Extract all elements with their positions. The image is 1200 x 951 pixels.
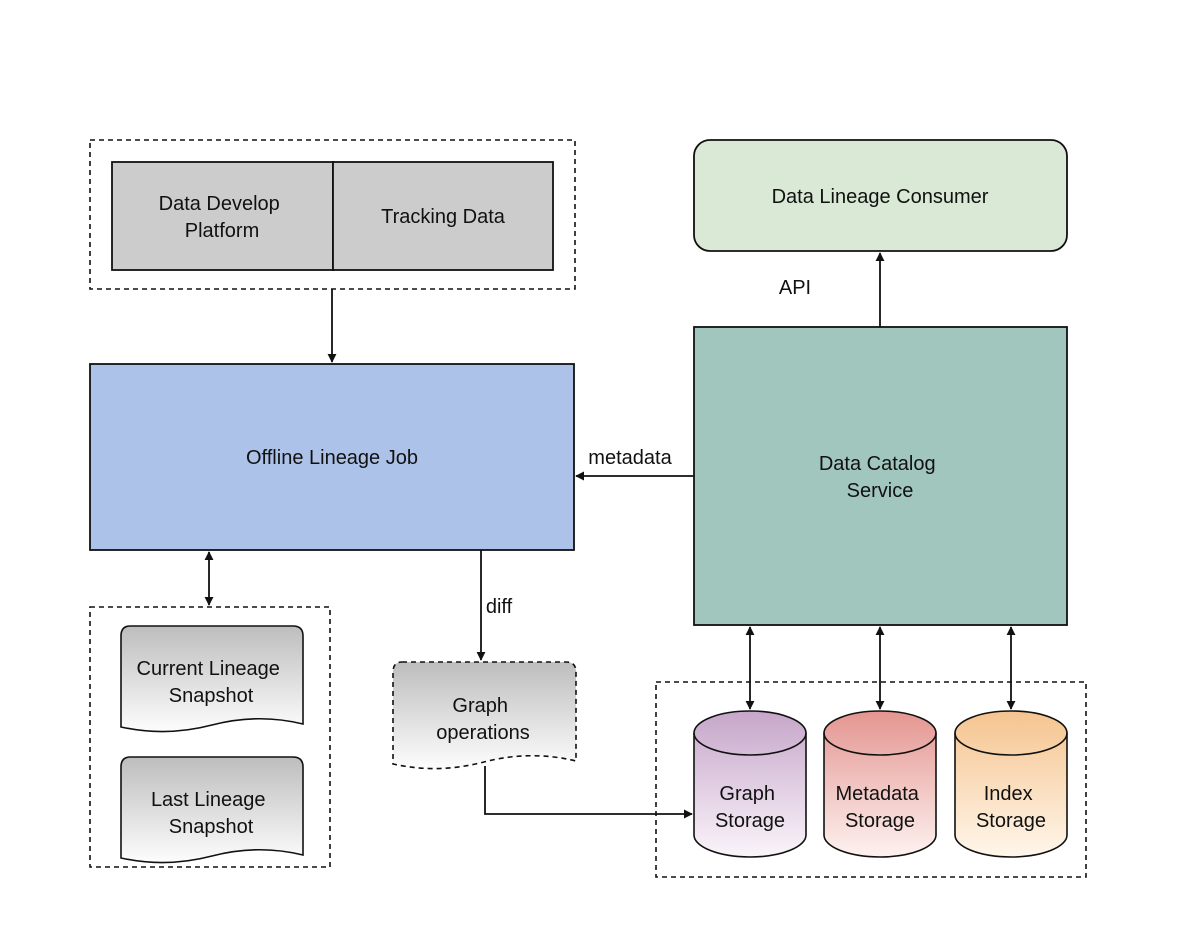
tracking-data-label: Tracking Data [381,206,506,228]
last-lineage-snapshot-label: Last Lineage Snapshot [151,789,271,838]
index-storage-label: Index Storage [976,783,1046,832]
graph-storage-label: Graph Storage [715,783,785,832]
data-develop-platform-node[interactable]: Data Develop Platform [111,161,334,271]
edge-graph-operations-to-graph-storage [484,766,693,819]
graph-operations-label: Graph operations [436,695,529,744]
data-lineage-consumer-node[interactable]: Data Lineage Consumer [693,139,1068,252]
offline-lineage-job-node[interactable]: Offline Lineage Job [89,363,575,551]
api-edge-label: API [779,277,811,299]
data-catalog-service-label: Data Catalog Service [819,453,941,502]
snapshot-group-frame [89,606,331,868]
metadata-edge-label: metadata [588,447,672,469]
graph-operations-node[interactable]: Graph operations [392,661,577,770]
tracking-data-node[interactable]: Tracking Data [332,161,554,271]
data-develop-platform-label: Data Develop Platform [159,193,286,242]
last-lineage-snapshot-node[interactable]: Last Lineage Snapshot [120,756,304,864]
diff-edge-label: diff [486,596,513,618]
index-storage-node[interactable]: Index Storage [954,710,1068,858]
current-lineage-snapshot-label: Current Lineage Snapshot [137,658,286,707]
metadata-storage-label: Metadata Storage [836,783,925,832]
storage-group-frame [655,681,1087,878]
metadata-storage-node[interactable]: Metadata Storage [823,710,937,858]
graph-storage-node[interactable]: Graph Storage [693,710,807,858]
data-lineage-consumer-label: Data Lineage Consumer [772,186,989,208]
offline-lineage-job-label: Offline Lineage Job [246,447,418,469]
current-lineage-snapshot-node[interactable]: Current Lineage Snapshot [120,625,304,733]
data-catalog-service-node[interactable]: Data Catalog Service [693,326,1068,626]
